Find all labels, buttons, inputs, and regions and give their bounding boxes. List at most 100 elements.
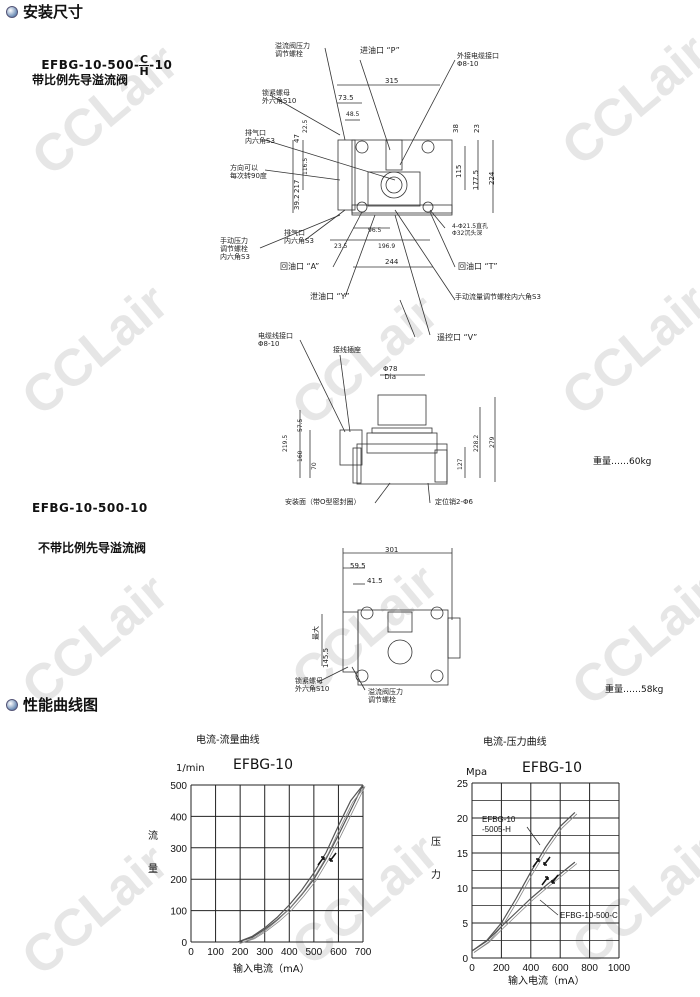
chart1-xtick-label: 600 <box>330 947 347 958</box>
dim-301: 301 <box>385 546 399 554</box>
chart2-xtick-label: 400 <box>522 963 539 974</box>
hysteresis-arrow-icon <box>532 858 540 868</box>
label-relief-adj: 溢流阀压力 调节螺栓 <box>275 42 310 59</box>
label-manual-pressure: 手动压力 调节螺栓 内六角S3 <box>220 237 250 262</box>
chart2-series-line-return <box>473 863 578 953</box>
chart2-legend-h: EFBG-10-5005-H <box>482 815 516 834</box>
model-frac-bottom: H <box>139 64 150 78</box>
chart2-ytick-label: 0 <box>462 954 468 965</box>
label-vent-2: 排气口 内六角S3 <box>284 229 314 246</box>
chart1-xtick-label: 500 <box>306 947 323 958</box>
bullet-icon <box>6 699 18 711</box>
chart2-subtitle: EFBG-10 <box>522 760 582 776</box>
chart1-title: 电流-流量曲线 <box>196 735 260 746</box>
chart1-ytick-label: 400 <box>170 812 187 823</box>
chart1-xtick-label: 100 <box>207 947 224 958</box>
chart1-xtick-label: 200 <box>232 947 249 958</box>
chart2-legend-c: EFBG-10-500-C <box>560 911 618 920</box>
label-dowel: 定位销2-Φ6 <box>435 498 473 506</box>
weight-58: 重量……58kg <box>605 685 664 695</box>
label-cable-port-side: 电缆线接口 Φ8-10 <box>258 332 293 349</box>
chart1-series-line <box>237 784 364 943</box>
dim-48-5: 48.5 <box>346 111 360 118</box>
chart2-ytick-label: 20 <box>457 814 469 825</box>
model-a-desc: 带比例先导溢流阀 <box>32 73 129 87</box>
chart2-ytick-label: 10 <box>457 884 469 895</box>
label-locknut-bottom: 锁紧螺母 外六角S10 <box>295 677 330 694</box>
label-rotate: 方向可以 每次转90度 <box>230 164 267 181</box>
chart1-ytick-label: 0 <box>181 938 187 949</box>
chart1-ytick-label: 200 <box>170 875 187 886</box>
model-b-desc: 不带比例先导溢流阀 <box>38 541 147 555</box>
label-return-t: 回油口 “T” <box>458 262 498 271</box>
chart1-xtick-label: 400 <box>281 947 298 958</box>
heading-text: 安装尺寸 <box>23 3 84 21</box>
hysteresis-arrow-icon <box>329 852 337 862</box>
label-mount-face: 安装面（带O型密封圈） <box>285 498 361 506</box>
chart1-ytick-label: 100 <box>170 907 187 918</box>
chart1-yunit: 1/min <box>176 763 205 774</box>
hysteresis-arrow-icon <box>317 856 325 866</box>
label-dia: Φ78 Dia <box>383 365 398 382</box>
legend-line: EFBG-10 <box>482 815 516 824</box>
label-drain-y: 泄油口 “Y” <box>310 292 350 301</box>
hysteresis-arrow-icon <box>551 874 559 884</box>
label-vent-1: 排气口 内六角S3 <box>245 129 275 146</box>
dim-315: 315 <box>385 77 399 85</box>
label-locknut: 锁紧螺母 外六角S10 <box>262 89 297 106</box>
chart1-ylabel: 流 量 <box>148 831 158 875</box>
chart1-xlabel: 输入电流（mA） <box>233 964 310 975</box>
dim-59-5: 59.5 <box>350 562 366 570</box>
chart2-ylabel: 压 力 <box>431 837 441 881</box>
chart2-legend-h-leader <box>526 826 541 846</box>
chart2-ytick-label: 25 <box>457 779 469 790</box>
chart2-legend-c-leader <box>539 899 559 916</box>
label-manual-flow: 手动流量调节螺栓内六角S3 <box>455 293 541 301</box>
chart1-series-line-return <box>239 786 366 944</box>
chart1-series-line <box>237 784 364 943</box>
heading-text: 性能曲线图 <box>23 696 99 714</box>
chart1-xtick-label: 300 <box>256 947 273 958</box>
label-remote-v: 遥控口 “V” <box>437 333 478 342</box>
model-suffix: -10 <box>149 57 173 72</box>
chart2-xtick-label: 1000 <box>608 963 631 974</box>
side-view-drawing <box>299 299 496 504</box>
dim-196-9: 196.9 <box>378 243 396 250</box>
chart1-ytick-label: 300 <box>170 844 187 855</box>
chart2-xtick-label: 600 <box>552 963 569 974</box>
dim-23-5: 23.5 <box>334 243 348 250</box>
model-prefix: EFBG-10-500- <box>41 57 140 72</box>
dim-73-5: 73.5 <box>338 94 354 102</box>
chart2-series-line-return <box>473 813 578 953</box>
chart2-series-line <box>471 861 576 952</box>
chart2-title: 电流-压力曲线 <box>483 737 547 748</box>
model-frac-top: C <box>139 52 150 66</box>
dim-244: 244 <box>385 258 399 266</box>
chart1-ytick-label: 500 <box>170 781 187 792</box>
label-holes: 4-Φ21.5直孔 Φ32沉头深 <box>452 223 489 237</box>
chart2-series-line <box>471 811 576 952</box>
dim-41-5: 41.5 <box>367 577 383 585</box>
section-heading-install: 安装尺寸 <box>6 3 84 21</box>
label-cable-port: 外接电缆接口 Φ8-10 <box>457 52 499 69</box>
model-b-title: EFBG-10-500-10 <box>32 501 148 515</box>
legend-line: -5005-H <box>482 825 511 834</box>
chart2-ytick-label: 5 <box>462 919 468 930</box>
hysteresis-arrow-icon <box>541 876 549 886</box>
chart2-xtick-label: 0 <box>469 963 475 974</box>
dim-96-5: 96.5 <box>368 227 382 234</box>
bottom-view-drawing <box>317 548 461 691</box>
chart2-xtick-label: 800 <box>581 963 598 974</box>
chart1-subtitle: EFBG-10 <box>233 757 293 773</box>
chart1-xtick-label: 700 <box>355 947 372 958</box>
label-relief-adj-bottom: 溢流阀压力 调节螺栓 <box>368 688 403 705</box>
chart2-xtick-label: 200 <box>493 963 510 974</box>
section-heading-performance: 性能曲线图 <box>6 696 99 714</box>
chart1-series-line-return <box>239 786 366 944</box>
weight-60: 重量……60kg <box>593 457 652 467</box>
hysteresis-arrow-icon <box>543 856 551 866</box>
chart1-xtick-label: 0 <box>188 947 194 958</box>
chart2-ytick-label: 15 <box>457 849 469 860</box>
